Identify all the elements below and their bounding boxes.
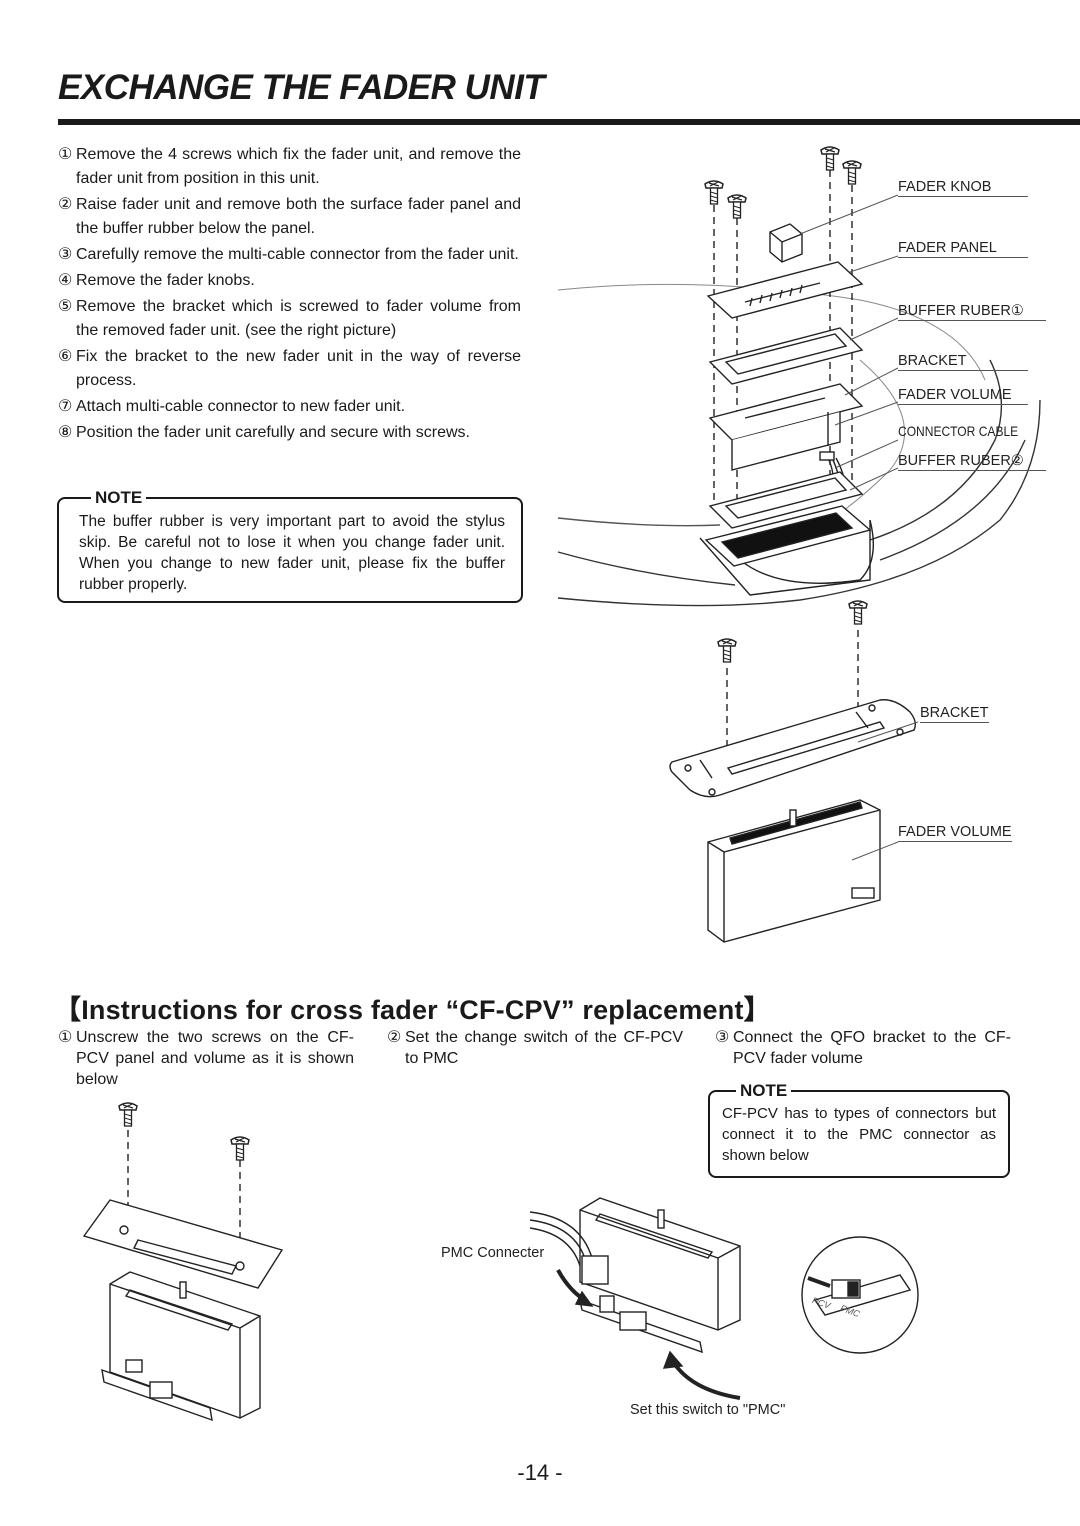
- label-buffer-ruber-1: BUFFER RUBER①: [898, 303, 1046, 321]
- screw-icon: [727, 194, 747, 219]
- label-bracket: BRACKET: [898, 353, 1028, 371]
- label-fader-panel: FADER PANEL: [898, 240, 1028, 258]
- note-box: NOTE The buffer rubber is very important…: [57, 487, 523, 603]
- note-text: The buffer rubber is very important part…: [79, 513, 505, 593]
- screw-icon: [848, 600, 868, 625]
- note-tag: NOTE: [91, 487, 147, 508]
- cf-pcv-unscrew-diagram: [82, 1130, 284, 1422]
- screw-icon: [717, 638, 737, 663]
- label-connector-cable: CONNECTOR CABLE: [898, 423, 1019, 439]
- label-pmc-connecter: PMC Connecter: [441, 1245, 545, 1261]
- note-box-2: NOTE CF-PCV has to types of connectors b…: [708, 1080, 1010, 1178]
- note-text-2: CF-PCV has to types of connectors but co…: [722, 1105, 996, 1164]
- label-buffer-ruber-2: BUFFER RUBER②: [898, 453, 1046, 471]
- label-fader-knob: FADER KNOB: [898, 179, 1028, 197]
- section-title-cf-cpv: 【Instructions for cross fader “CF-CPV” r…: [54, 995, 771, 1025]
- screw-icon: [842, 160, 862, 185]
- page-number: -14 -: [517, 1460, 563, 1485]
- screw-icon: [704, 180, 724, 205]
- note-tag-2: NOTE: [736, 1080, 792, 1101]
- screw-icon: [230, 1136, 250, 1161]
- fader-unit-exploded-diagram: [557, 170, 1041, 607]
- bracket-fader-volume-diagram: [669, 630, 919, 943]
- label-fader-volume-2: FADER VOLUME: [898, 824, 1012, 842]
- screw-icon: [820, 146, 840, 171]
- label-set-switch: Set this switch to "PMC": [630, 1402, 786, 1418]
- label-fader-volume: FADER VOLUME: [898, 387, 1028, 405]
- screw-icon: [118, 1102, 138, 1127]
- page-title: EXCHANGE THE FADER UNIT: [58, 68, 545, 107]
- pmc-connector-diagram: [529, 1197, 919, 1400]
- label-bracket-2: BRACKET: [920, 705, 989, 723]
- title-rule: [58, 119, 1080, 125]
